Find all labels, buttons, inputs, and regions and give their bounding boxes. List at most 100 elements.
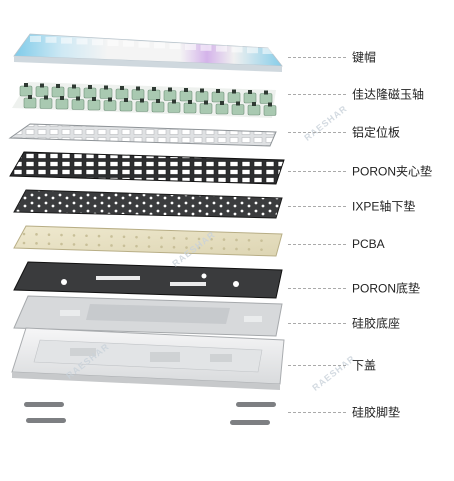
switch [115,86,129,100]
pcb-pad [72,234,76,237]
label-aluminum-plate: 铝定位板 [352,125,401,140]
switch [215,101,229,115]
pcb-pad [247,239,251,242]
keycap-highlight [30,36,41,42]
keycap-highlight [45,36,57,43]
switch [35,83,49,97]
label-keycaps: 键帽 [352,50,377,65]
keycap-highlight [216,45,227,52]
pcb-pad [185,237,188,240]
switch [147,87,161,101]
ixpe-layer [13,189,283,219]
switch [259,90,273,104]
pcb-pad [235,238,238,242]
switch [151,99,165,113]
switch [83,85,97,99]
label-poron-sandwich: PORON夹心垫 [352,164,433,179]
keycap-highlight [107,40,119,46]
pcb-pad [122,235,126,239]
leader-line [288,94,346,95]
keycap-highlight [61,37,72,44]
switch [87,97,101,111]
pcb-pad [197,246,201,250]
pcb-pad [222,247,226,250]
pcb-pad [110,244,113,247]
leader-line [288,244,346,245]
leader-line [288,412,346,413]
pcb-pad [97,234,101,238]
keycaps-layer [13,33,283,72]
poron-bottom-layer [13,261,283,299]
switch [167,99,181,113]
bottom-case-layer [11,327,285,390]
keycap-highlight [138,41,150,48]
keycap-highlight [123,40,134,47]
pcb-pad [135,244,138,248]
pcb-pad [135,235,138,239]
label-bottom-case: 下盖 [352,358,377,373]
switch [247,102,261,116]
pcb-pad [60,233,63,237]
pcba-layer [13,225,283,257]
pcb-pad [160,236,163,240]
pcb-pad [210,237,213,241]
pcb-pad [235,247,238,251]
switch [103,97,117,111]
switch [195,88,209,102]
switch [211,89,225,103]
switch [183,100,197,114]
pcb-pad [147,245,151,248]
switch [119,98,133,112]
pcb-pad [260,248,263,251]
switch [99,85,113,99]
switch [199,100,213,114]
poron-sandwich-layer [9,151,285,185]
switch [231,101,245,115]
switch [131,86,145,100]
pcb-pad [222,238,226,241]
aluminum-plate-layer [8,123,277,147]
pcb-pad [172,236,176,240]
switch [67,84,81,98]
switch [263,102,277,116]
keycap-highlight [169,43,181,50]
pcb-pad [35,233,38,236]
pcb-pad [247,248,251,251]
switch [227,89,241,103]
pcb-pad [185,246,188,249]
silicone-base-layer [13,295,283,337]
switch [163,87,177,101]
switch [39,95,53,109]
leader-line [288,323,346,324]
label-silicone-feet: 硅胶脚垫 [352,405,401,420]
label-silicone-base: 硅胶底座 [352,316,401,331]
pcb-pad [110,235,113,238]
label-switches: 佳达隆磁玉轴 [352,87,425,102]
pcb-pad [160,245,163,249]
label-ixpe: IXPE轴下垫 [352,199,416,214]
keycap-highlight [92,39,103,46]
keycap-highlight [154,42,165,49]
switch [135,98,149,112]
leader-line [288,171,346,172]
pcb-pad [210,246,213,250]
switch [71,96,85,110]
pcb-pad [60,242,63,246]
pcb-pad [97,243,101,247]
switch [51,84,65,98]
switch [243,90,257,104]
keycap-highlight [185,44,196,50]
pcb-pad [172,245,176,249]
pcb-pad [22,232,26,236]
pcb-pad [197,237,201,241]
pcb-pad [147,236,151,239]
pcb-pad [72,243,76,246]
silicone-feet-layer [24,402,276,425]
pcb-pad [47,242,51,245]
pcb-pad [122,244,126,248]
leader-line [288,57,346,58]
keycap-highlight [262,48,274,54]
pcb-pad [260,239,263,242]
